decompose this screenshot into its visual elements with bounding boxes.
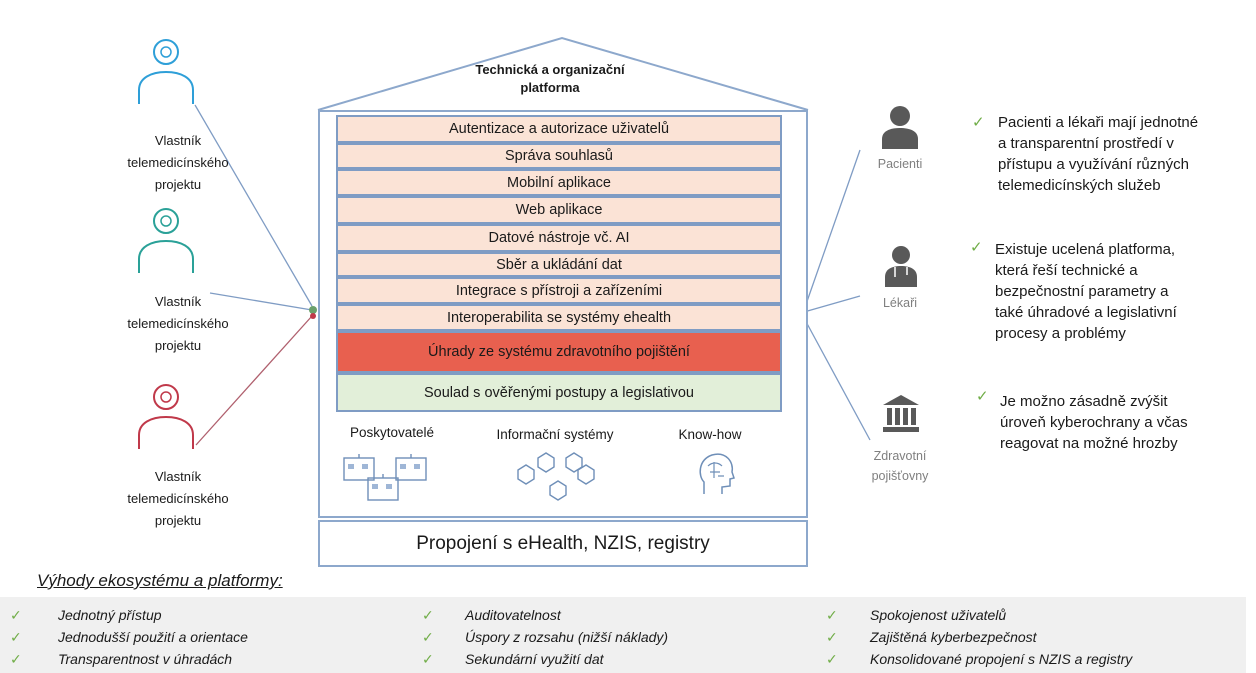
layer-device-integration: Integrace s přístroji a zařízeními [336,277,782,304]
layer-data-tools: Datové nástroje vč. AI [336,224,782,252]
check-icon: ✓ [970,239,983,256]
advantages-title: Výhody ekosystému a platformy: [37,571,283,590]
column-providers: Poskytovatelé [349,425,435,440]
platform-title: Technická a organizační platforma [475,62,625,95]
benefit-3: Je možno zásadně zvýšit úroveň kyberochr… [1000,393,1188,452]
layer-authentication: Autentizace a autorizace uživatelů [336,115,782,143]
stakeholder-doctors: Lékaři [882,296,918,310]
patient-icon [882,106,918,149]
stakeholder-patients: Pacienti [877,157,923,171]
column-info-systems: Informační systémy [496,427,614,442]
benefit-2: Existuje ucelená platforma, která řeší t… [995,241,1177,342]
owner-1-person-icon [138,39,194,104]
check-icon: ✓✓✓ [10,607,22,667]
owner-1-label: Vlastník telemedicínského projektu [127,133,229,192]
owner-3-label: Vlastník telemedicínského projektu [127,469,229,528]
insurance-building-icon [883,395,919,432]
hospitals-icon [343,454,427,501]
stakeholder-insurers: Zdravotní pojišťovny [871,449,929,483]
advantages-col-1: Jednotný přístup Jednodušší použití a or… [58,607,248,667]
layer-mobile-app: Mobilní aplikace [336,169,782,196]
advantages-col-3: Spokojenost uživatelů Zajištěná kyberbez… [870,607,1133,667]
footer-ehealth-link: Propojení s eHealth, NZIS, registry [318,520,808,567]
layer-interoperability: Interoperabilita se systémy ehealth [336,304,782,331]
layer-data-collection: Sběr a ukládání dat [336,252,782,277]
advantages-band [0,597,1246,673]
layer-legislation: Soulad s ověřenými postupy a legislativo… [336,373,782,412]
owner-2-person-icon [138,208,194,273]
check-icon: ✓✓✓ [826,607,838,667]
owner-3-person-icon [138,384,194,449]
layer-consent: Správa souhlasů [336,143,782,169]
owner-2-label: Vlastník telemedicínského projektu [127,294,229,353]
column-know-how: Know-how [678,427,742,442]
benefit-1: Pacienti a lékaři mají jednotné a transp… [998,114,1199,194]
check-icon: ✓✓✓ [422,607,434,667]
check-icon: ✓ [972,114,985,131]
layer-reimbursement: Úhrady ze systému zdravotního pojištění [336,331,782,373]
brain-head-icon [699,453,735,494]
layer-web-app: Web aplikace [336,196,782,224]
network-cubes-icon [517,452,595,501]
roof [317,36,809,111]
advantages-col-2: Auditovatelnost Úspory z rozsahu (nižší … [465,607,669,667]
doctor-icon [885,246,917,287]
check-icon: ✓ [976,388,989,405]
